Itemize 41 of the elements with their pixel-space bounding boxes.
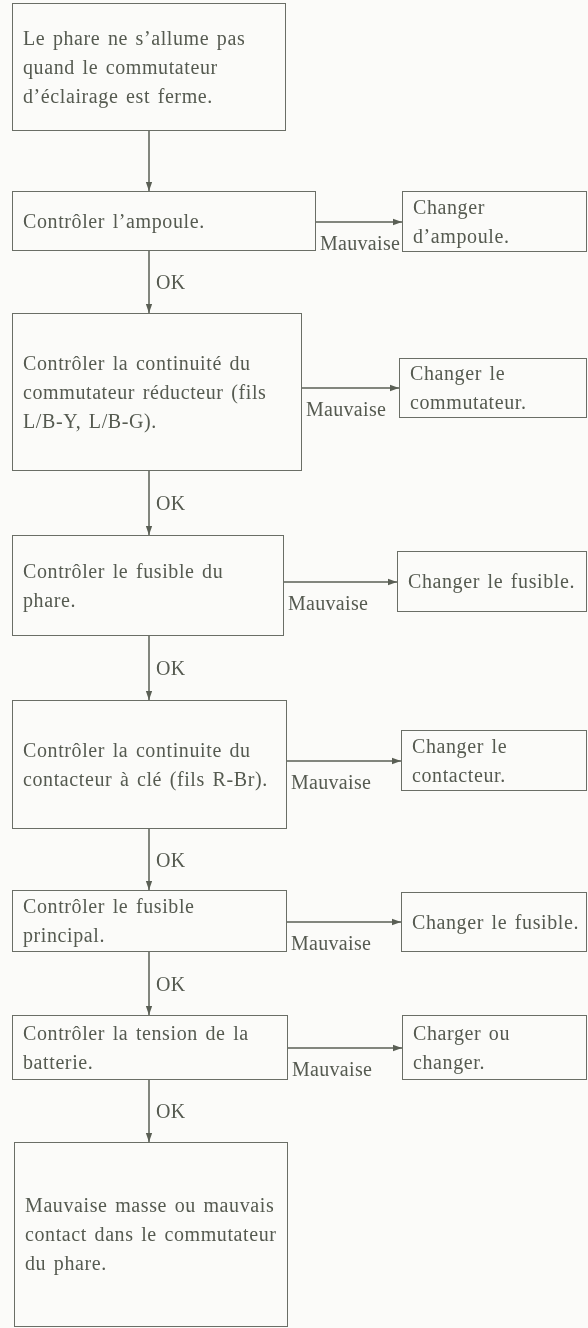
process-box	[402, 191, 587, 252]
arrow	[315, 218, 403, 226]
arrow	[286, 918, 402, 926]
process-box	[12, 191, 316, 251]
arrow	[145, 250, 153, 314]
arrow	[287, 1044, 403, 1052]
box-text: Changer le commutateur.	[410, 361, 528, 415]
process-box	[397, 551, 587, 612]
process-box	[401, 892, 587, 952]
box-text: Changer le fusible.	[408, 569, 577, 595]
box-text: Mauvaise masse ou mauvais contact dans le commutateur du phare.	[25, 1193, 278, 1277]
box-text: Changer d’ampoule.	[413, 194, 511, 250]
arrow	[283, 578, 398, 586]
process-box	[399, 358, 587, 418]
process-box	[12, 700, 287, 829]
arrow	[145, 951, 153, 1016]
process-box	[12, 1015, 288, 1080]
arrow	[145, 1079, 153, 1143]
box-text: Contrôler le fusible principal.	[23, 894, 196, 949]
arrow	[145, 470, 153, 536]
arrow	[145, 130, 153, 192]
box-text: Contrôler la continuite du contacteur à clé (fils R-Br).	[23, 737, 269, 793]
box-text: Contrôler la continuité du commutateur réducteur (fils L/B-Y, L/B-G).	[23, 350, 268, 434]
box-text: Changer le contacteur.	[412, 733, 509, 788]
arrow	[301, 384, 400, 392]
process-box	[402, 1015, 587, 1080]
process-box	[12, 890, 287, 952]
process-box	[12, 535, 284, 636]
process-box	[401, 730, 587, 791]
box-text: Le phare ne s’allume pas quand le commutateur d’éclairage est ferme.	[23, 25, 247, 110]
arrow	[145, 635, 153, 701]
box-text: Contrôler le fusible du phare.	[23, 558, 225, 614]
arrow	[145, 828, 153, 891]
process-box	[12, 3, 286, 131]
box-text: Contrôler l’ampoule.	[23, 208, 206, 235]
arrow	[286, 757, 402, 765]
box-text: Contrôler la tension de la batterie.	[23, 1020, 250, 1075]
box-text: Charger ou changer.	[413, 1020, 512, 1076]
box-text: Changer le fusible.	[412, 909, 580, 936]
process-box	[14, 1142, 288, 1327]
process-box	[12, 313, 302, 471]
